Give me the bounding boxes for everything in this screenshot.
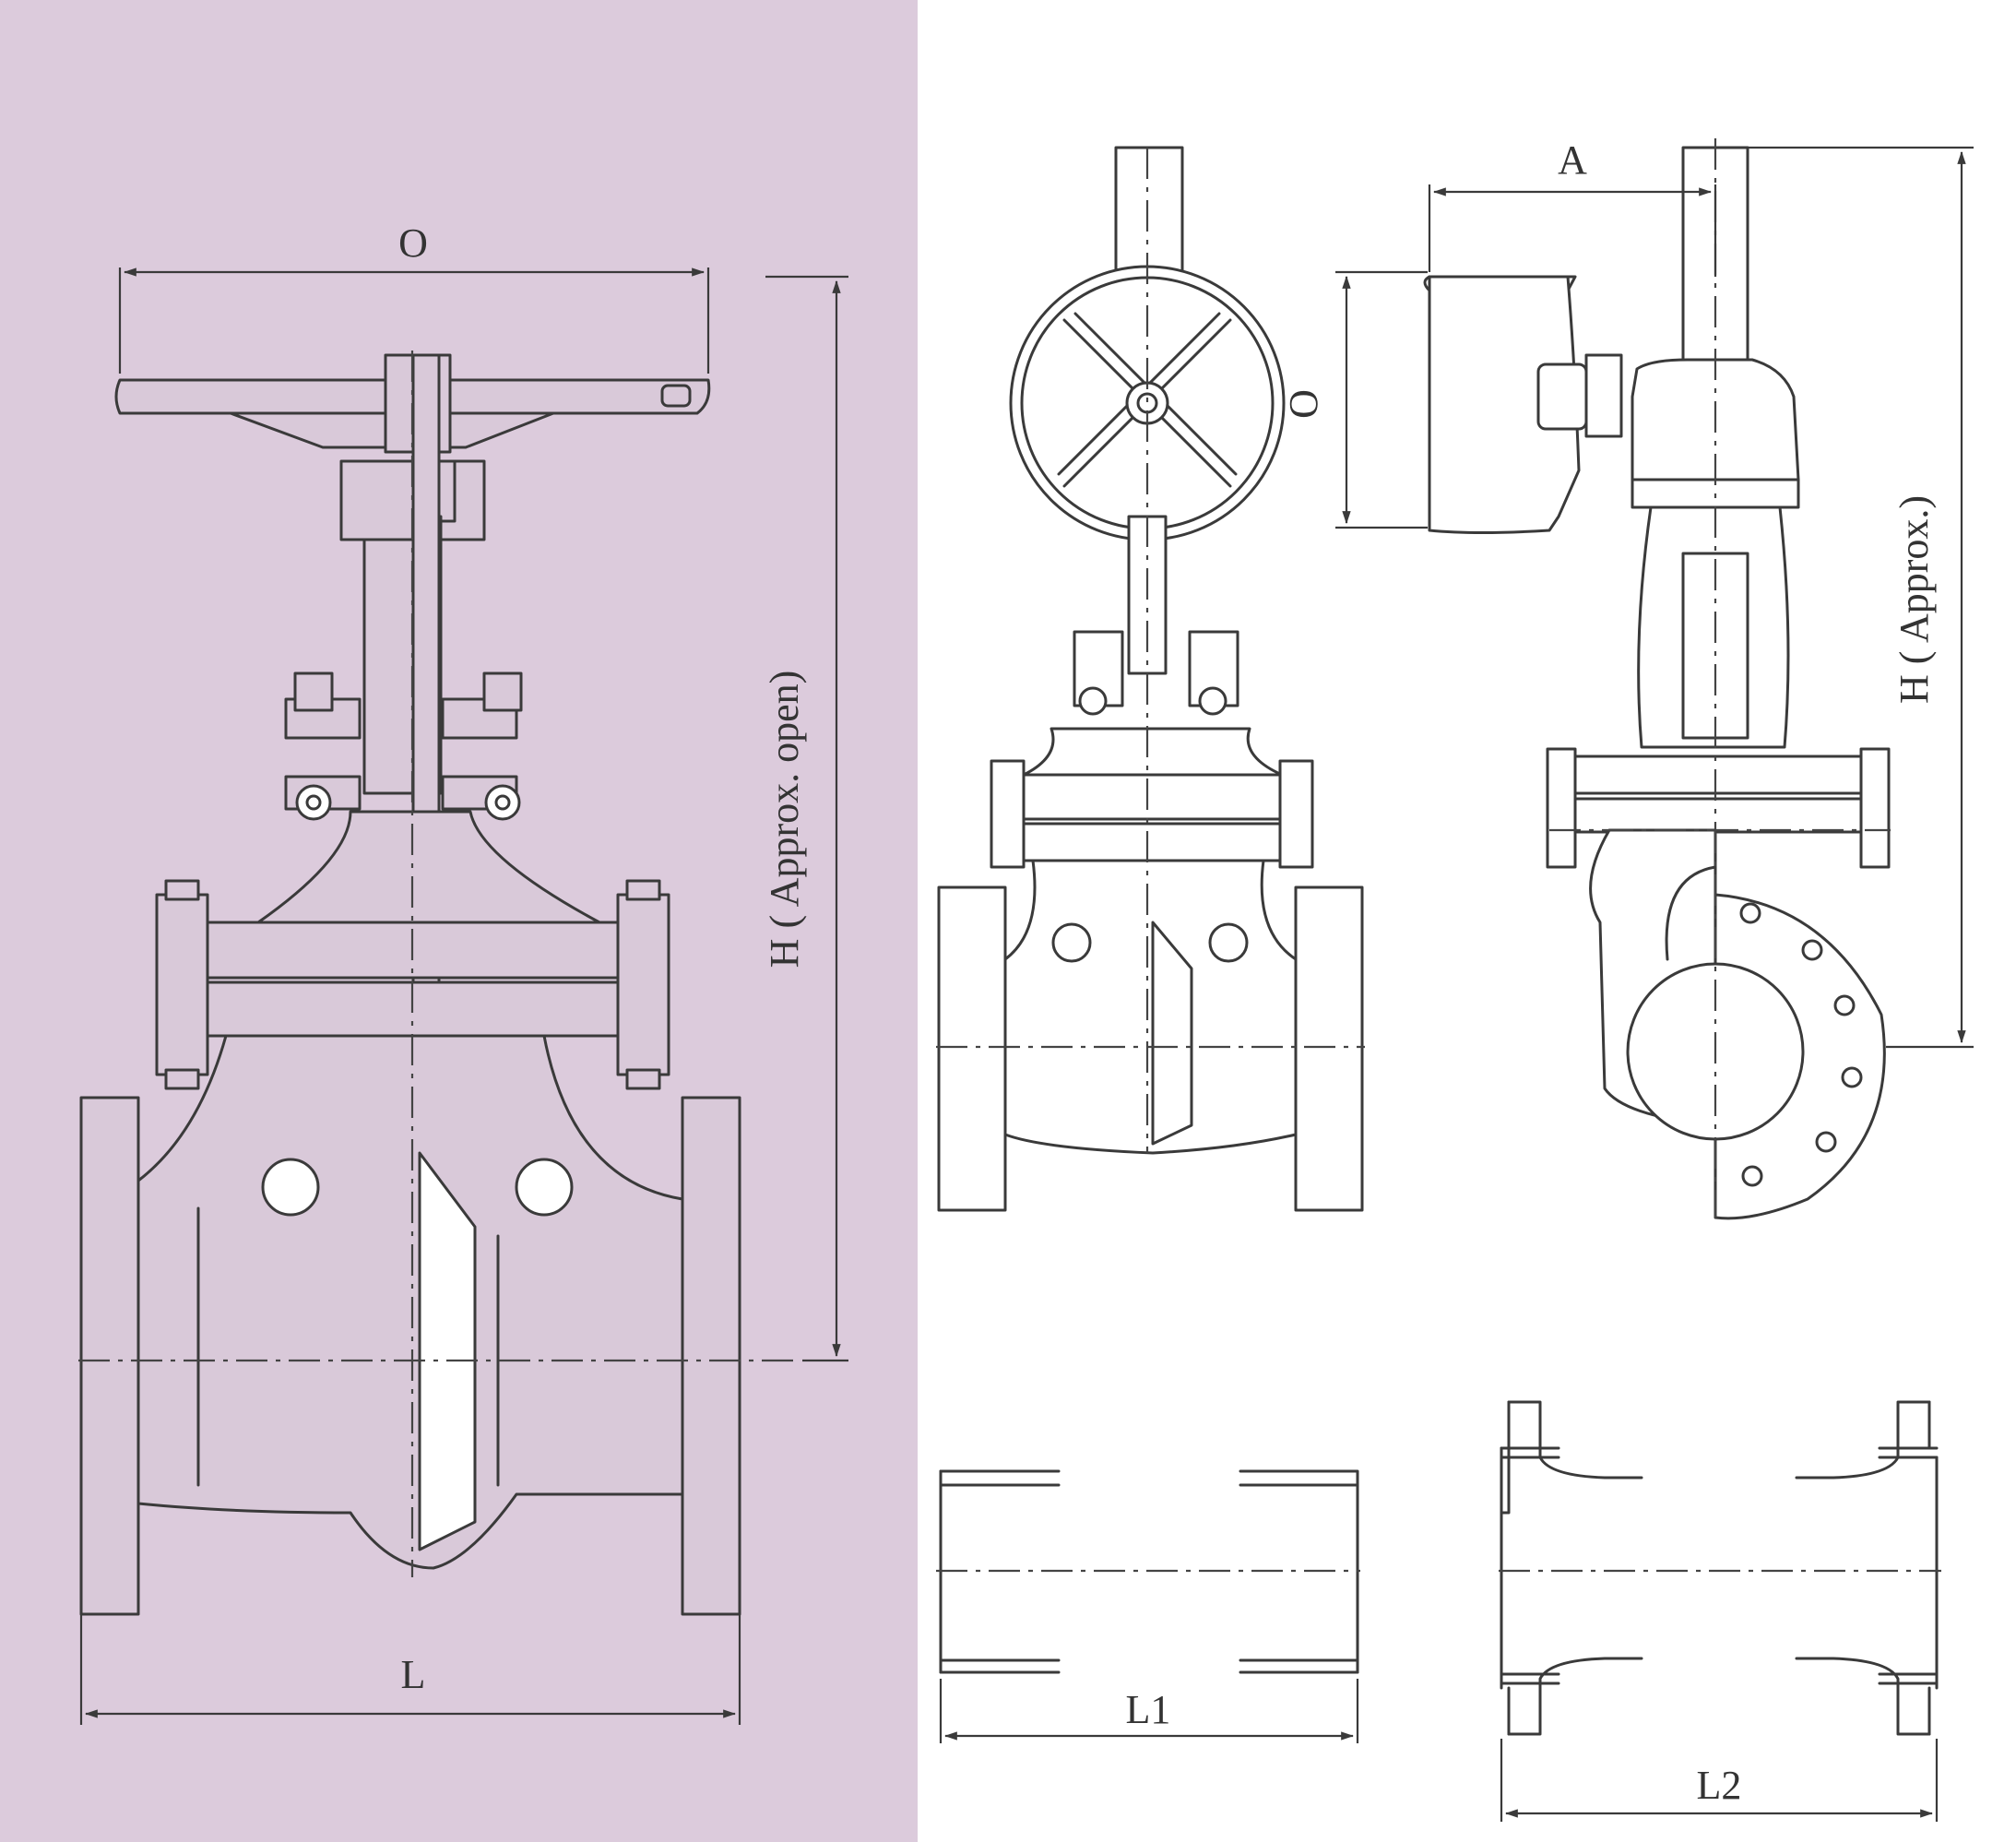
length-dimension: L bbox=[79, 1614, 741, 1725]
body-bonnet-flange bbox=[155, 879, 670, 1090]
gear-handwheel-dimension-label: O bbox=[1281, 389, 1326, 419]
butt-weld-length-label: L1 bbox=[1126, 1687, 1171, 1732]
manual-gate-valve-drawing: O H ( Approx. open) L bbox=[78, 220, 848, 1725]
offset-dimension: A bbox=[1428, 137, 1717, 277]
gear-height-dimension-label: H ( Approx.) bbox=[1891, 495, 1937, 704]
gland-bolts bbox=[284, 671, 523, 821]
rtj-length-label: L2 bbox=[1697, 1763, 1742, 1808]
gear-handwheel-dimension: O bbox=[1281, 270, 1428, 529]
height-dimension-label: H ( Approx. open) bbox=[762, 671, 807, 969]
rtj-flange-end-view: L2 bbox=[1499, 1400, 1941, 1822]
end-flanges bbox=[79, 1096, 741, 1616]
handwheel-dimension: O bbox=[118, 220, 710, 374]
gear-operated-valve-front-view bbox=[936, 146, 1365, 1212]
offset-dimension-label: A bbox=[1558, 137, 1587, 183]
valve-body bbox=[136, 1034, 684, 1570]
butt-weld-length-dimension: L1 bbox=[939, 1679, 1359, 1743]
gear-operated-valve-side-view: A O H ( Approx.) bbox=[1281, 137, 1974, 1220]
butt-weld-end-view: L1 bbox=[936, 1469, 1360, 1743]
gear-height-dimension: H ( Approx.) bbox=[1748, 146, 1974, 1049]
rtj-length-dimension: L2 bbox=[1500, 1739, 1939, 1822]
length-dimension-label: L bbox=[401, 1652, 426, 1697]
height-dimension: H ( Approx. open) bbox=[762, 275, 848, 1362]
handwheel-dimension-label: O bbox=[398, 220, 428, 266]
